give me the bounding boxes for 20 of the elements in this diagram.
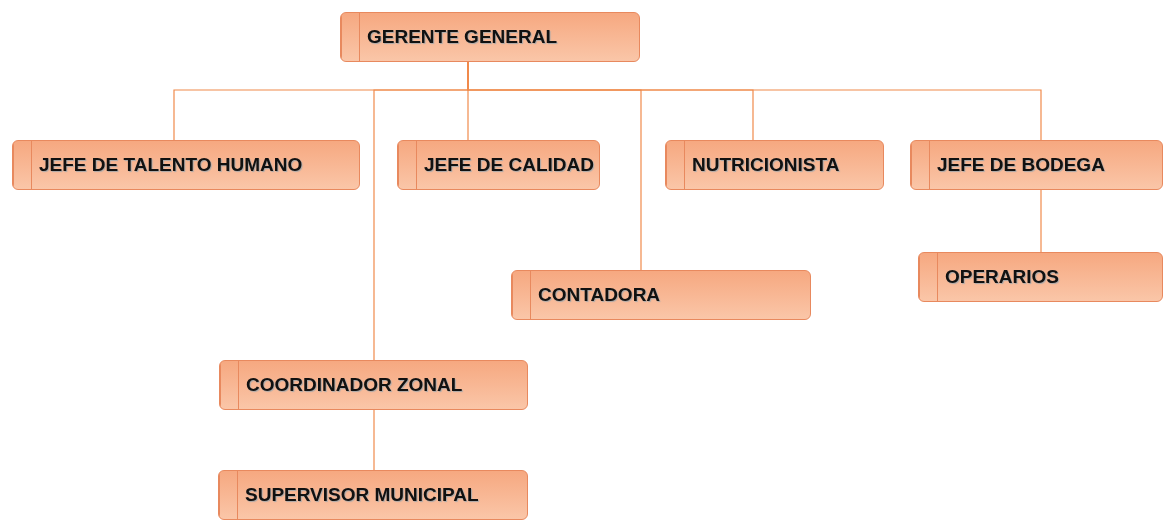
connector-line — [373, 409, 375, 471]
position-title: GERENTE GENERAL — [367, 26, 558, 48]
position-box — [511, 270, 811, 320]
position-box — [918, 252, 1163, 302]
position-box — [340, 12, 640, 62]
position-box — [397, 140, 600, 190]
position-title: JEFE DE TALENTO HUMANO — [39, 154, 303, 176]
position-title: COORDINADOR ZONAL — [246, 374, 463, 396]
position-box — [910, 140, 1163, 190]
position-title: JEFE DE CALIDAD — [424, 154, 594, 176]
position-title: JEFE DE BODEGA — [937, 154, 1105, 176]
position-box — [219, 360, 528, 410]
position-box — [665, 140, 884, 190]
position-box — [12, 140, 360, 190]
position-title: NUTRICIONISTA — [692, 154, 840, 176]
position-box — [218, 470, 528, 520]
position-title: OPERARIOS — [945, 266, 1060, 288]
position-title: SUPERVISOR MUNICIPAL — [245, 484, 479, 506]
position-title: CONTADORA — [538, 284, 661, 306]
connector-line — [1040, 189, 1042, 253]
